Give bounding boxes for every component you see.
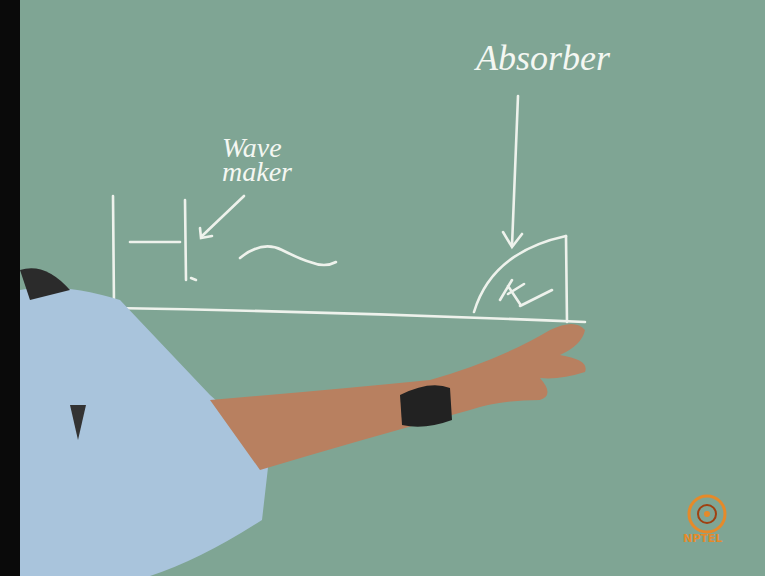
logo-text: NPTEL (683, 533, 743, 544)
lecturer-arm (20, 268, 586, 576)
tank-right-wall (566, 236, 567, 322)
tank-bottom (113, 308, 585, 322)
wave-tank (113, 96, 585, 322)
tick-mark (191, 278, 196, 280)
handwritten-label: Wave maker (222, 136, 322, 184)
wave-maker-paddle (185, 200, 186, 280)
handwritten-label: Absorber (476, 40, 676, 76)
arrow-head (503, 232, 522, 247)
nptel-logo (689, 496, 725, 532)
tank-left-wall (113, 196, 114, 306)
leader-line (512, 96, 518, 246)
arrow-head (200, 228, 212, 238)
wave-sketch (240, 246, 336, 265)
wave-maker-rod (130, 241, 180, 244)
absorber-outline (474, 236, 566, 312)
leader-line (202, 196, 244, 236)
absorber-hatch (500, 280, 552, 306)
frame-edge (0, 0, 20, 576)
